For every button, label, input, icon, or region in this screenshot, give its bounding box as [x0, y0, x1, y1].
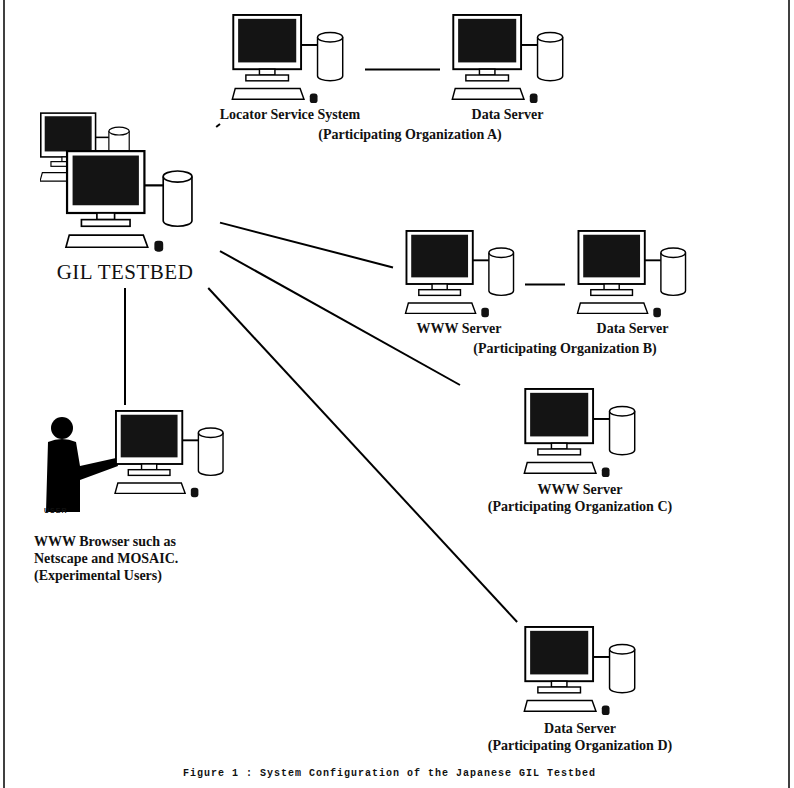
organization-label: (Participating Organization A): [240, 126, 580, 143]
network-link: [125, 288, 126, 405]
node-label: GIL TESTBED: [30, 260, 220, 284]
computer-node: WWW Server(Participating Organization C): [455, 385, 705, 519]
network-link: [208, 288, 517, 622]
frame-line: [788, 0, 790, 788]
link-line: [220, 251, 460, 385]
computer-node: Data Server(Participating Organization D…: [455, 622, 705, 758]
link-line: [365, 69, 440, 71]
figure-caption: Figure 1 : System Configuration of the J…: [183, 768, 596, 779]
computer-icon: [452, 15, 562, 103]
organization-label: (Participating Organization B): [400, 340, 730, 357]
computer-node: USER WWW Browser such as Netscape and MOS…: [20, 405, 230, 588]
link-line: [216, 124, 220, 127]
computer-node: Data Server: [565, 228, 700, 341]
network-link: [220, 251, 460, 385]
node-note: (Participating Organization C): [455, 498, 705, 515]
computer-node: Locator Service System: [215, 12, 365, 127]
computer-icon: [66, 151, 192, 252]
computer-node: GIL TESTBED: [30, 108, 220, 288]
frame-line: [3, 0, 5, 788]
node-label: Data Server: [455, 720, 705, 737]
computer-node: WWW Server: [393, 228, 525, 341]
network-link: [216, 124, 220, 127]
link-line: [124, 288, 126, 405]
computer-icon: [115, 411, 223, 497]
node-label: WWW Server: [455, 481, 705, 498]
link-line: [208, 288, 517, 622]
computer-icon: [524, 627, 634, 715]
node-label: WWW Server: [393, 320, 525, 337]
user-figure: [46, 417, 118, 512]
link-line: [525, 284, 565, 286]
computer-icon: [406, 231, 514, 317]
node-note: WWW Browser such as Netscape and MOSAIC.: [34, 533, 204, 567]
network-link: [365, 69, 440, 70]
node-label: Data Server: [565, 320, 700, 337]
network-link: [220, 223, 393, 268]
computer-icon: [232, 15, 342, 103]
computer-icon: [524, 389, 634, 477]
computer-icon: [578, 231, 686, 317]
node-label: Data Server: [440, 106, 575, 123]
node-note: (Experimental Users): [34, 567, 204, 584]
link-line: [220, 223, 393, 268]
node-label: USER: [44, 506, 230, 515]
computer-node: Data Server: [440, 12, 575, 127]
node-note: (Participating Organization D): [455, 737, 705, 754]
node-label: Locator Service System: [215, 106, 365, 123]
network-link: [525, 284, 565, 285]
